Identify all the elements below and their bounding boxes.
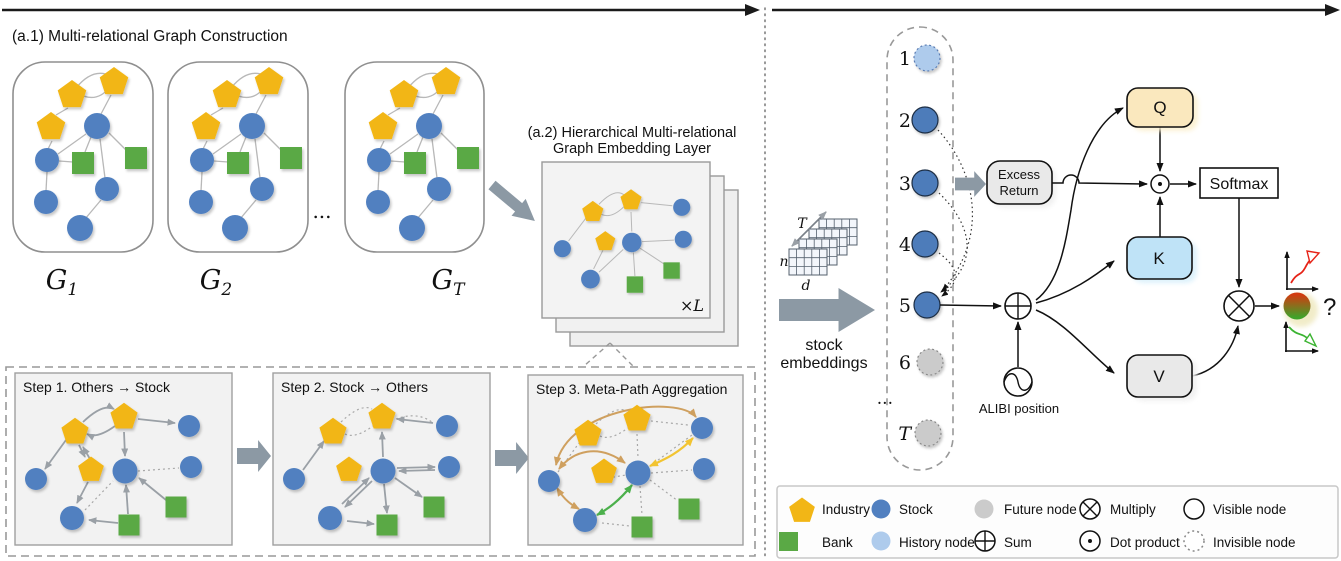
svg-text:3: 3 (899, 173, 911, 195)
dot-product-symbol (1150, 174, 1170, 194)
svg-text:Excess: Excess (998, 167, 1040, 182)
multiply-symbol (1223, 290, 1255, 322)
svg-text:6: 6 (899, 352, 911, 374)
legend-label: Sum (1004, 535, 1032, 550)
stock-node-2 (911, 106, 939, 134)
invisible-node-icon (1183, 530, 1205, 552)
svg-text:T: T (898, 423, 912, 445)
svg-text:K: K (1153, 249, 1165, 268)
excess-return-box: Excess Return (986, 160, 1056, 208)
future-node-6 (916, 348, 944, 376)
v-box: V (1126, 354, 1197, 401)
expansion-connector (583, 342, 634, 367)
step2-title: Step 2. Stock → Others (281, 379, 428, 395)
alibi-label: ALIBI position (979, 401, 1059, 416)
legend-label: Dot product (1110, 535, 1180, 550)
tensor-n-label: n (779, 254, 788, 270)
a2-title-line1: (a.2) Hierarchical Multi-relational (528, 125, 737, 141)
svg-text:Q: Q (1153, 98, 1166, 117)
question-mark: ? (1323, 294, 1336, 321)
legend-label: Invisible node (1213, 535, 1296, 550)
svg-text:1: 1 (899, 48, 911, 70)
visible-node-icon (1183, 498, 1205, 520)
g1-label: G1 (46, 265, 78, 300)
graph-box-gt (344, 61, 485, 253)
time-nodes (911, 44, 944, 447)
alibi-position-icon (1003, 367, 1033, 397)
multiply-icon (1079, 498, 1101, 520)
svg-text:4: 4 (899, 234, 911, 256)
layer-multiplier-label: ×L (680, 296, 704, 315)
stock-embeddings-line2: embeddings (780, 355, 867, 372)
stock-embeddings-arrow (779, 288, 875, 332)
legend-label: History node (899, 535, 975, 550)
svg-text:Return: Return (999, 183, 1038, 198)
graph-box-g2 (167, 61, 309, 253)
tensor-stack-icon (788, 211, 858, 276)
bank-square-icon (779, 532, 798, 551)
svg-text:Softmax: Softmax (1210, 176, 1269, 193)
dot-product-icon (1079, 530, 1101, 552)
sum-symbol (1004, 292, 1032, 320)
arrow-step1-step2 (237, 439, 271, 473)
time-window-pill (886, 26, 954, 471)
step3-panel: Step 3. Meta-Path Aggregation (527, 374, 744, 546)
legend-label: Industry (822, 502, 870, 517)
prediction-node (1283, 292, 1318, 327)
flow-lines (939, 107, 1280, 377)
a2-title-line2: Graph Embedding Layer (553, 141, 711, 157)
sum-icon (974, 530, 996, 552)
steps-dashed-box (5, 366, 756, 557)
attention-dotted-curves (937, 129, 974, 297)
svg-text:2: 2 (899, 110, 911, 132)
legend-label: Multiply (1110, 502, 1156, 517)
legend-box: Industry Stock Future node Multiply Visi… (776, 485, 1339, 559)
tensor-t-label: T (797, 216, 808, 232)
future-node-T (914, 419, 942, 447)
section-arrow-left (2, 4, 760, 16)
svg-text:V: V (1153, 367, 1165, 386)
gt-label: GT (432, 265, 467, 300)
stock-node-3 (911, 169, 939, 197)
embedding-layer-stack: ×L (541, 161, 739, 347)
legend-label: Future node (1004, 502, 1077, 517)
step2-panel: Step 2. Stock → Others (272, 372, 491, 546)
legend-label: Visible node (1213, 502, 1286, 517)
arrow-to-embedding-layer (484, 176, 542, 230)
step1-title: Step 1. Others → Stock (23, 379, 171, 395)
softmax-box: Softmax (1199, 167, 1279, 199)
arrow-node3-excess-return (955, 171, 986, 197)
up-trend-chart-icon (1284, 250, 1321, 292)
history-node-icon (871, 531, 891, 551)
graph-box-g1 (12, 61, 154, 253)
svg-text:...: ... (877, 389, 893, 409)
graph-ellipsis: ... (312, 199, 331, 223)
svg-text:5: 5 (899, 295, 911, 317)
g2-label: G2 (200, 265, 232, 300)
tensor-d-label: d (802, 278, 811, 294)
legend-label: Bank (822, 535, 853, 550)
arrow-step2-step3 (495, 441, 529, 475)
legend-label: Stock (899, 502, 933, 517)
history-node-1 (913, 44, 941, 72)
a1-title: (a.1) Multi-relational Graph Constructio… (12, 28, 288, 45)
stock-circle-icon (871, 499, 891, 519)
step1-panel: Step 1. Others → Stock (14, 372, 233, 546)
q-box: Q (1126, 87, 1198, 131)
k-box: K (1126, 236, 1197, 283)
stock-node-5 (913, 291, 941, 319)
stock-node-4 (911, 230, 939, 258)
future-node-icon (974, 499, 994, 519)
step3-title: Step 3. Meta-Path Aggregation (536, 381, 727, 397)
down-trend-chart-icon (1283, 321, 1319, 354)
time-node-labels: 1 2 3 4 5 6 ... T (877, 48, 913, 445)
stock-embeddings-line1: stock (805, 337, 843, 354)
section-arrow-right (772, 4, 1340, 16)
